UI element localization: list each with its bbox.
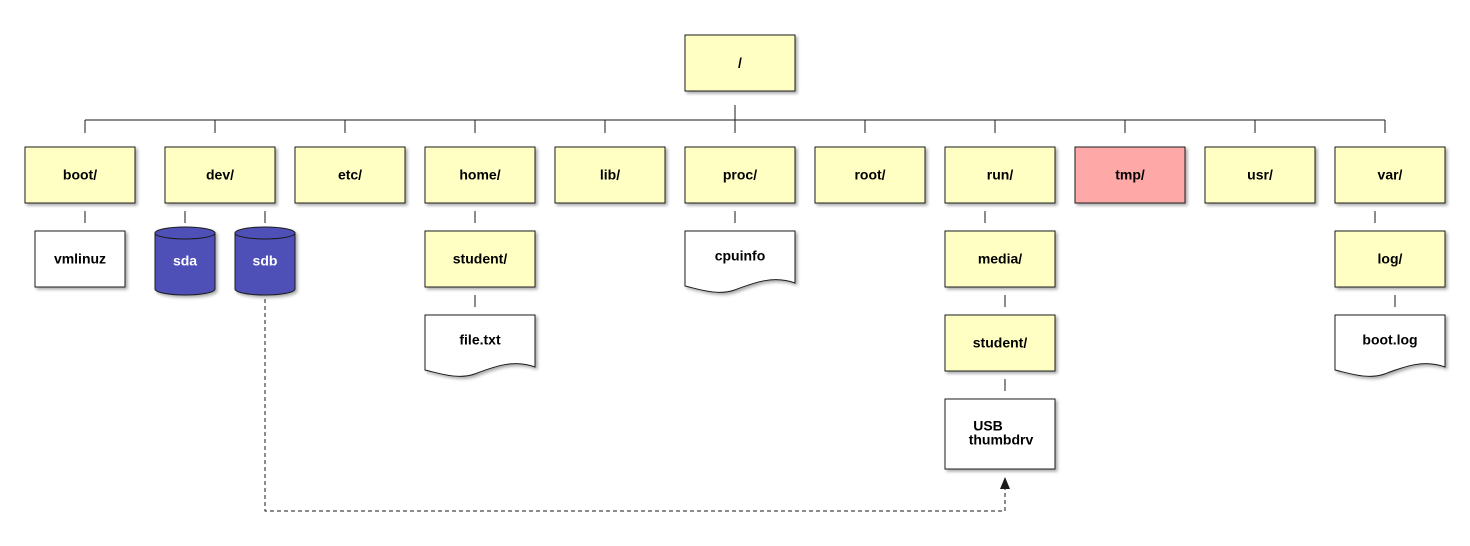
- dir-node-root-label: root/: [854, 167, 885, 183]
- root-dir-node[interactable]: /: [684, 34, 796, 92]
- dir-node-proc-label: proc/: [723, 167, 757, 183]
- disk-node-sda[interactable]: sda: [154, 226, 216, 296]
- dir-node-boot-shape: [24, 146, 136, 204]
- mount-arrow-head: [1000, 477, 1010, 489]
- dir-node-proc[interactable]: proc/: [684, 146, 796, 204]
- dir-node-usr[interactable]: usr/: [1204, 146, 1316, 204]
- file-node-cpuinfo-shape: [684, 230, 796, 293]
- dir-node-dev-shape: [164, 146, 276, 204]
- dir-node-tmp-shape: [1074, 146, 1186, 204]
- root-dir-node-shape: [684, 34, 796, 92]
- dir-node-home-label: home/: [459, 167, 500, 183]
- dir-node-usr-shape: [1204, 146, 1316, 204]
- disk-node-sdb-rim: [234, 232, 296, 240]
- file-node-cpuinfo-label: cpuinfo: [715, 248, 766, 264]
- dir-node-run-label: run/: [987, 167, 1014, 183]
- dir-node-root[interactable]: root/: [814, 146, 926, 204]
- dir-node-log-label: log/: [1378, 251, 1403, 267]
- dir-node-media-label: media/: [978, 251, 1022, 267]
- mount-node-usb-shape: [944, 398, 1056, 470]
- disk-node-sdb-label: sdb: [253, 253, 278, 269]
- dir-node-etc-shape: [294, 146, 406, 204]
- dir-node-media-shape: [944, 230, 1056, 288]
- dir-node-log[interactable]: log/: [1334, 230, 1446, 288]
- dir-node-media[interactable]: media/: [944, 230, 1056, 288]
- dir-node-log-shape: [1334, 230, 1446, 288]
- file-node-vmlinuz-label: vmlinuz: [54, 251, 106, 267]
- dir-node-tmp-label: tmp/: [1115, 167, 1145, 183]
- dir-node-lib-label: lib/: [600, 167, 620, 183]
- dir-node-home[interactable]: home/: [424, 146, 536, 204]
- dir-node-root-shape: [814, 146, 926, 204]
- file-node-file-txt[interactable]: file.txt: [424, 314, 536, 377]
- dir-node-boot[interactable]: boot/: [24, 146, 136, 204]
- dir-node-var[interactable]: var/: [1334, 146, 1446, 204]
- dir-node-run[interactable]: run/: [944, 146, 1056, 204]
- file-node-boot-log[interactable]: boot.log: [1334, 314, 1446, 377]
- file-node-file-txt-label: file.txt: [459, 332, 501, 348]
- dir-node-run-shape: [944, 146, 1056, 204]
- dir-node-home-student-shape: [424, 230, 536, 288]
- disk-node-sda-rim: [154, 232, 216, 240]
- dir-node-dev-label: dev/: [206, 167, 234, 183]
- file-node-vmlinuz[interactable]: vmlinuz: [34, 230, 126, 288]
- dir-node-var-label: var/: [1378, 167, 1403, 183]
- dir-node-media-student-shape: [944, 314, 1056, 372]
- dir-node-var-shape: [1334, 146, 1446, 204]
- dir-node-home-shape: [424, 146, 536, 204]
- dir-node-tmp[interactable]: tmp/: [1074, 146, 1186, 204]
- disk-node-sda-label: sda: [173, 253, 197, 269]
- dir-node-usr-label: usr/: [1247, 167, 1273, 183]
- dir-node-lib-shape: [554, 146, 666, 204]
- dir-node-home-student-label: student/: [453, 251, 508, 267]
- disk-node-sdb[interactable]: sdb: [234, 226, 296, 296]
- file-node-vmlinuz-shape: [34, 230, 126, 288]
- dir-node-proc-shape: [684, 146, 796, 204]
- dir-node-dev[interactable]: dev/: [164, 146, 276, 204]
- dir-node-boot-label: boot/: [63, 167, 97, 183]
- dir-node-media-student-label: student/: [973, 335, 1028, 351]
- file-node-cpuinfo[interactable]: cpuinfo: [684, 230, 796, 293]
- dir-node-lib[interactable]: lib/: [554, 146, 666, 204]
- usb-label-line1: USB: [973, 418, 1003, 434]
- usb-label-line2: thumbdrv: [969, 432, 1034, 448]
- dir-node-media-student[interactable]: student/: [944, 314, 1056, 372]
- disk-node-sda-shape: [154, 226, 216, 296]
- dir-node-etc-label: etc/: [338, 167, 362, 183]
- dir-node-home-student[interactable]: student/: [424, 230, 536, 288]
- dir-node-etc[interactable]: etc/: [294, 146, 406, 204]
- mount-arrow-line: [264, 299, 1006, 512]
- file-node-boot-log-shape: [1334, 314, 1446, 377]
- root-dir-node-label: /: [738, 55, 742, 71]
- file-node-file-txt-shape: [424, 314, 536, 377]
- disk-node-sdb-shape: [234, 226, 296, 296]
- file-node-boot-log-label: boot.log: [1362, 332, 1417, 348]
